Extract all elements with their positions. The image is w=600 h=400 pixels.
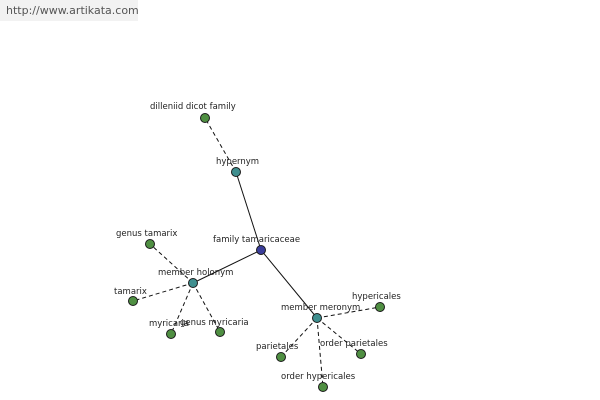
label-hypericales[interactable]: hypericales	[352, 292, 401, 302]
node-hypernym[interactable]	[231, 167, 241, 177]
label-genus-myricaria[interactable]: genus myricaria	[180, 318, 249, 328]
label-hypernym[interactable]: hypernym	[216, 157, 259, 167]
label-myricaria[interactable]: myricaria	[149, 319, 189, 329]
label-dilleniid[interactable]: dilleniid dicot family	[150, 102, 236, 112]
label-order-parietales[interactable]: order parietales	[320, 339, 388, 349]
node-myricaria[interactable]	[166, 329, 176, 339]
edge-hypernym-dilleniid	[204, 117, 237, 173]
nodes	[128, 113, 385, 392]
label-member-holonym[interactable]: member holonym	[158, 268, 233, 278]
node-genus-tamarix[interactable]	[145, 239, 155, 249]
node-order-hypericales[interactable]	[318, 382, 328, 392]
edge-holonym-tamarix	[132, 282, 194, 302]
label-tamarix[interactable]: tamarix	[114, 287, 147, 297]
edge-holonym-myricaria	[170, 282, 194, 335]
node-dilleniid[interactable]	[200, 113, 210, 123]
node-root[interactable]	[256, 245, 266, 255]
edges	[132, 117, 381, 388]
edge-meronym-parietales	[280, 317, 318, 358]
labels: dilleniid dicot family hypernym family t…	[114, 102, 401, 382]
url-label[interactable]: http://www.artikata.com	[0, 0, 139, 21]
edge-meronym-order-parietales	[316, 317, 362, 355]
label-root[interactable]: family tamaricaceae	[213, 235, 300, 245]
edge-meronym-order-hypericales	[316, 317, 324, 388]
node-order-parietales[interactable]	[356, 349, 366, 359]
edge-meronym-hypericales	[316, 306, 381, 319]
edge-holonym-genus-myricaria	[192, 282, 221, 333]
node-tamarix[interactable]	[128, 296, 138, 306]
label-member-meronym[interactable]: member meronym	[281, 303, 360, 313]
node-member-meronym[interactable]	[312, 313, 322, 323]
node-member-holonym[interactable]	[188, 278, 198, 288]
edge-root-hypernym	[235, 171, 262, 251]
node-hypericales[interactable]	[375, 302, 385, 312]
node-parietales[interactable]	[276, 352, 286, 362]
label-parietales[interactable]: parietales	[256, 342, 299, 352]
label-genus-tamarix[interactable]: genus tamarix	[116, 229, 177, 239]
edge-holonym-genus-tamarix	[149, 243, 194, 284]
edge-root-member-holonym	[192, 249, 262, 284]
node-genus-myricaria[interactable]	[215, 327, 225, 337]
edge-root-member-meronym	[260, 249, 318, 319]
label-order-hypericales[interactable]: order hypericales	[281, 372, 356, 382]
